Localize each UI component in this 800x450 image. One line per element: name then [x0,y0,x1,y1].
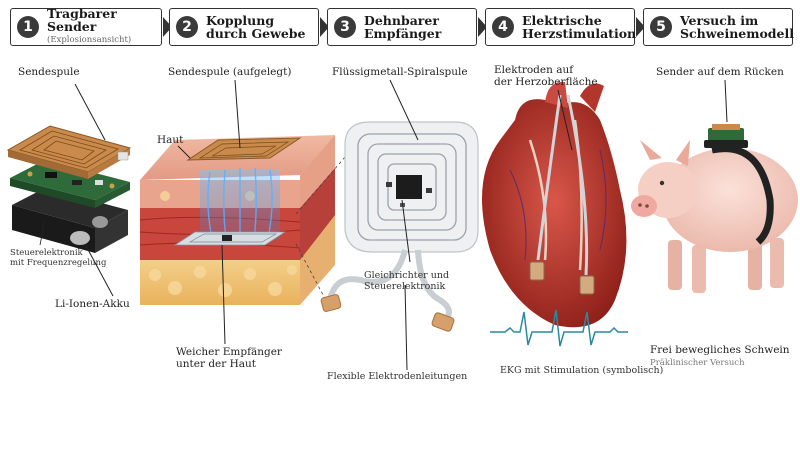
label-elektroden: Elektroden auf der Herzoberfläche [494,64,598,88]
step-5-box: 5 Versuch im Schweinemodell [643,8,794,46]
transmitter-exploded-view [6,83,132,297]
label-haut: Haut [157,134,184,146]
step-number: 4 [492,16,514,38]
ecg-trace [490,309,628,347]
label-elektrodenleitungen: Flexible Elektrodenleitungen [327,371,468,382]
arrow-icon [636,17,645,37]
step-4-box: 4 Elektrische Herzstimulation [485,8,637,46]
label-schwein: Frei bewegliches Schwein [650,344,790,356]
label-weicher-empfaenger: Weicher Empfänger unter der Haut [176,346,282,370]
stretchable-receiver [320,79,479,371]
step-number: 1 [17,16,39,38]
step-number: 5 [650,16,672,38]
heart-illustration [482,81,628,347]
label-li-ionen-akku: Li-Ionen-Akku [55,298,130,310]
label-spiralspule: Flüssigmetall-Spiralspule [332,66,468,78]
step-title: Elektrische Herzstimulation [522,13,637,41]
label-sendespule: Sendespule [18,66,80,78]
step-title: Dehnbarer Empfänger [364,13,442,41]
step-3-box: 3 Dehnbarer Empfänger [327,8,477,46]
control-pcb [10,160,130,208]
arrow-icon [163,17,172,37]
label-gleichrichter: Gleichrichter und Steuerelektronik [364,270,450,292]
label-sendespule-aufgelegt: Sendespule (aufgelegt) [168,66,292,78]
step-subtitle: (Explosionsansicht) [47,35,132,45]
label-praeklinisch: Präklinischer Versuch [650,358,745,368]
battery-pack [12,188,128,253]
label-steuerelektronik: Steuerelektronik mit Frequenzregelung [10,248,107,268]
label-sender-ruecken: Sender auf dem Rücken [656,66,784,78]
step-number: 3 [334,16,356,38]
pig-illustration [631,79,798,293]
arrow-icon [478,17,487,37]
wireless-field-lines [200,167,280,241]
step-1-box: 1 Tragbarer Sender (Explosionsansicht) [10,7,162,47]
step-title: Kopplung durch Gewebe [206,13,306,41]
transmit-coil [6,125,132,179]
arrow-icon [320,17,329,37]
label-ekg: EKG mit Stimulation (symbolisch) [500,365,664,376]
step-number: 2 [176,16,198,38]
step-2-box: 2 Kopplung durch Gewebe [169,8,319,46]
step-title: Versuch im Schweinemodell [680,13,794,41]
step-title: Tragbarer Sender (Explosionsansicht) [47,7,161,47]
tissue-cross-section [139,79,371,345]
